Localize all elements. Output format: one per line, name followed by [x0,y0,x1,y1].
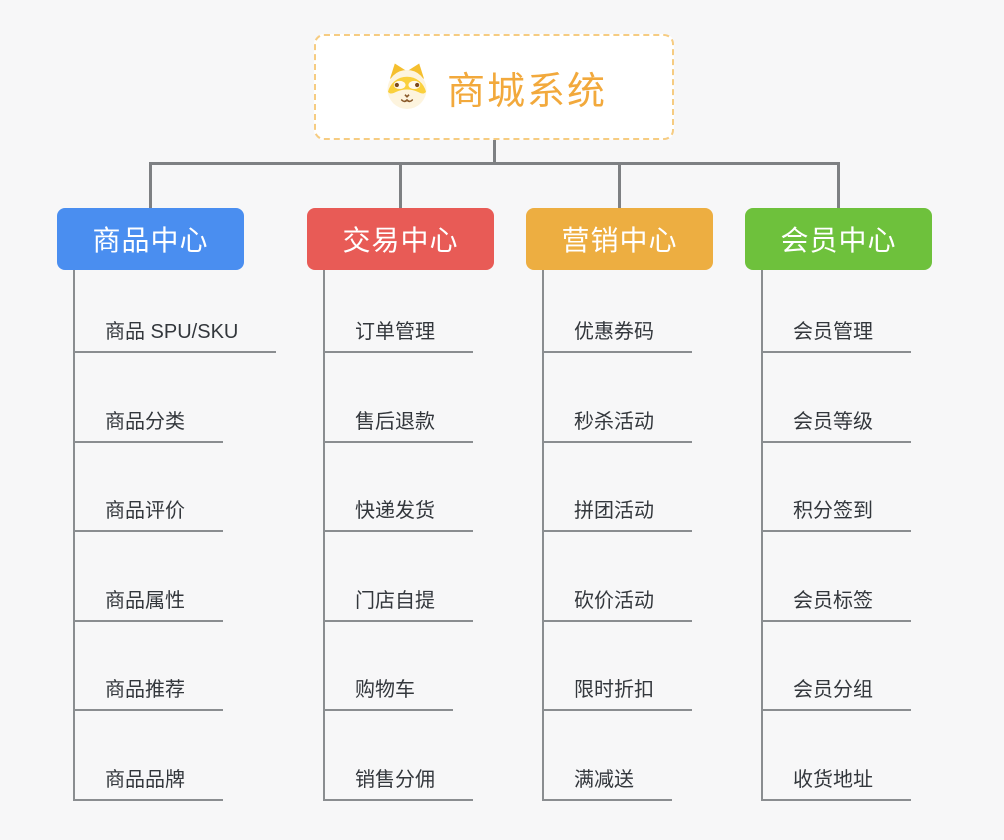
leaf-node[interactable]: 订单管理 [325,270,473,353]
leaf-node[interactable]: 砍价活动 [544,532,692,622]
branch-header-member[interactable]: 会员中心 [745,208,932,270]
leaf-label: 商品 SPU/SKU [75,315,277,353]
leaf-node[interactable]: 商品评价 [75,443,276,532]
root-node[interactable]: 商城系统 [314,34,674,140]
leaf-label: 优惠券码 [544,315,692,353]
leaf-label: 限时折扣 [544,673,692,711]
leaf-label: 商品属性 [75,584,223,622]
leaf-label: 购物车 [325,673,453,711]
branch-label: 商品中心 [92,225,209,256]
branch-header-trade[interactable]: 交易中心 [307,208,494,270]
leaf-label: 砍价活动 [544,584,692,622]
leaf-node[interactable]: 门店自提 [325,532,473,622]
leaf-node[interactable]: 拼团活动 [544,443,692,532]
root-title: 商城系统 [446,70,607,113]
connector-drop-trade [399,162,402,208]
leaf-column-marketing: 优惠券码 秒杀活动 拼团活动 砍价活动 限时折扣 满减送 [542,270,692,801]
leaf-node[interactable]: 商品 SPU/SKU [75,270,277,353]
leaf-node[interactable]: 销售分佣 [325,711,473,801]
leaf-node[interactable]: 售后退款 [325,353,473,443]
leaf-label: 售后退款 [325,405,473,443]
leaf-node[interactable]: 秒杀活动 [544,353,692,443]
leaf-label: 订单管理 [325,315,473,353]
branch-label: 交易中心 [342,225,459,256]
leaf-node[interactable]: 会员管理 [763,270,911,353]
dog-face-icon [387,63,427,109]
branch-header-product[interactable]: 商品中心 [57,208,244,270]
leaf-label: 积分签到 [763,494,911,532]
connector-drop-member [837,162,840,208]
leaf-label: 秒杀活动 [544,405,692,443]
leaf-label: 商品品牌 [75,763,223,801]
leaf-node[interactable]: 限时折扣 [544,622,692,711]
branch-label: 营销中心 [561,225,678,256]
leaf-node[interactable]: 收货地址 [763,711,911,801]
leaf-node[interactable]: 商品品牌 [75,711,276,801]
leaf-node[interactable]: 会员分组 [763,622,911,711]
leaf-label: 会员等级 [763,405,911,443]
leaf-label: 会员管理 [763,315,911,353]
leaf-node[interactable]: 满减送 [544,711,692,801]
leaf-label: 会员标签 [763,584,911,622]
leaf-label: 快递发货 [325,494,473,532]
leaf-column-member: 会员管理 会员等级 积分签到 会员标签 会员分组 收货地址 [761,270,911,801]
leaf-label: 商品分类 [75,405,223,443]
branch-label: 会员中心 [780,225,897,256]
connector-horizontal-line [149,162,840,165]
leaf-label: 商品评价 [75,494,223,532]
leaf-label: 商品推荐 [75,673,223,711]
leaf-node[interactable]: 优惠券码 [544,270,692,353]
leaf-label: 会员分组 [763,673,911,711]
connector-drop-marketing [618,162,621,208]
leaf-node[interactable]: 商品分类 [75,353,276,443]
leaf-label: 满减送 [544,763,672,801]
leaf-node[interactable]: 商品推荐 [75,622,276,711]
leaf-node[interactable]: 商品属性 [75,532,276,622]
leaf-node[interactable]: 购物车 [325,622,473,711]
leaf-label: 拼团活动 [544,494,692,532]
leaf-column-trade: 订单管理 售后退款 快递发货 门店自提 购物车 销售分佣 [323,270,473,801]
leaf-label: 门店自提 [325,584,473,622]
leaf-node[interactable]: 会员等级 [763,353,911,443]
connector-drop-product [149,162,152,208]
connector-root-stem [493,140,496,164]
branch-header-marketing[interactable]: 营销中心 [526,208,713,270]
leaf-column-product: 商品 SPU/SKU 商品分类 商品评价 商品属性 商品推荐 商品品牌 [73,270,277,801]
leaf-label: 销售分佣 [325,763,473,801]
leaf-label: 收货地址 [763,763,911,801]
leaf-node[interactable]: 会员标签 [763,532,911,622]
leaf-node[interactable]: 快递发货 [325,443,473,532]
leaf-node[interactable]: 积分签到 [763,443,911,532]
